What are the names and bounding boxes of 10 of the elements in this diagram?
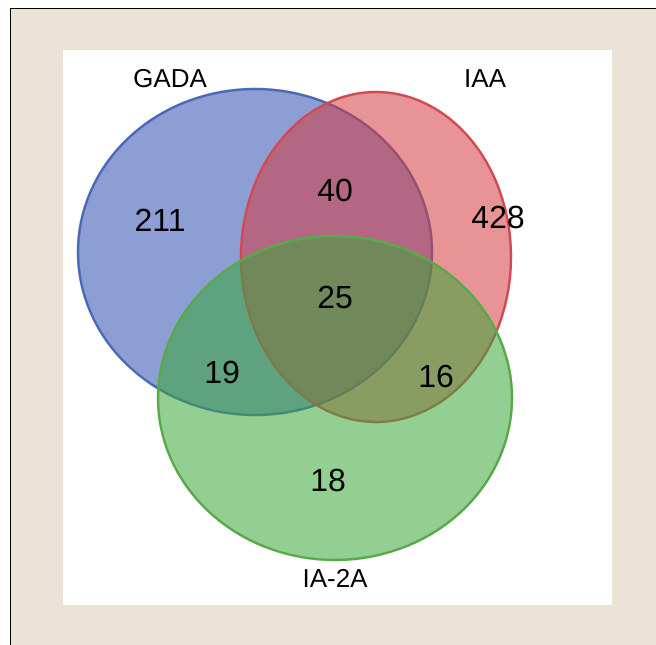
region-count: 18 xyxy=(310,464,346,496)
region-count: 40 xyxy=(317,174,353,206)
region-count: 19 xyxy=(204,356,240,388)
set-label: GADA xyxy=(133,65,207,91)
region-count: 25 xyxy=(317,281,353,313)
region-count: 211 xyxy=(134,204,186,236)
region-count: 428 xyxy=(471,201,525,233)
set-label: IA-2A xyxy=(302,565,368,591)
region-count: 16 xyxy=(418,360,454,392)
set-label: IAA xyxy=(464,65,506,91)
